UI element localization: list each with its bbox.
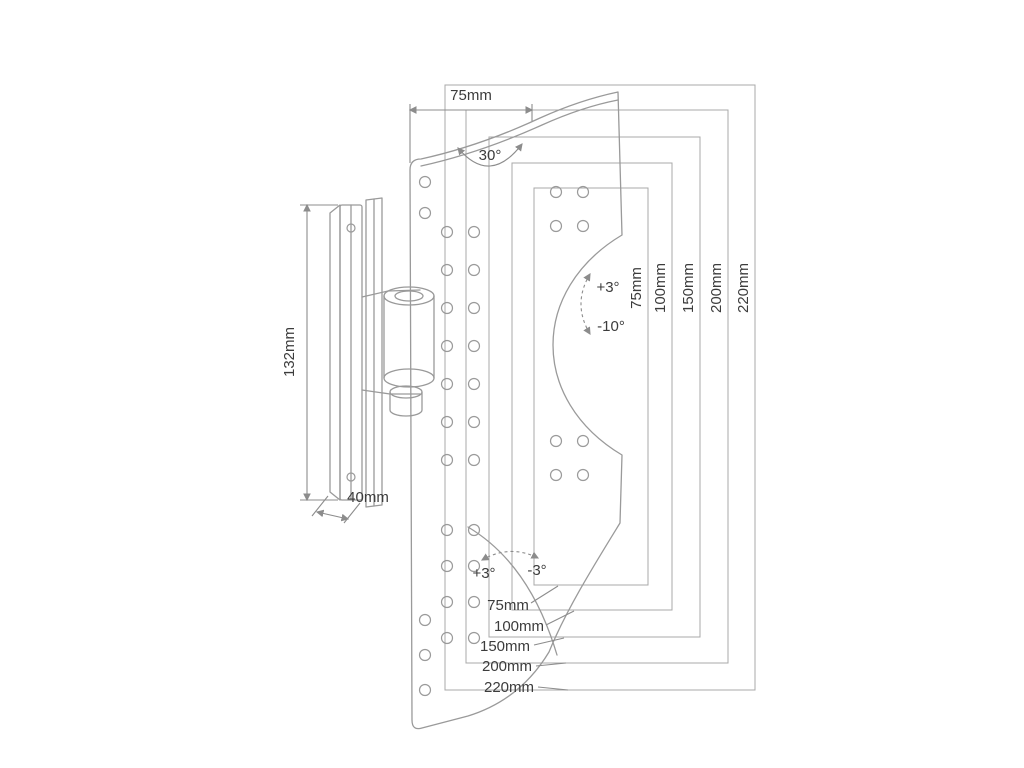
screw-hole xyxy=(440,339,454,353)
tilt-up-label: +3° xyxy=(596,279,619,296)
vesa-height-label-75: 75mm xyxy=(487,597,529,614)
screw-hole xyxy=(418,175,432,189)
screw-hole xyxy=(576,434,590,448)
vesa-plate xyxy=(409,91,623,730)
hinge-cylinder-bottom xyxy=(383,368,435,388)
dimension-depth: 40mm xyxy=(311,489,389,524)
screw-hole xyxy=(549,185,563,199)
vesa-width-label-100: 100mm xyxy=(652,263,669,313)
screw-hole xyxy=(440,377,454,391)
screw-hole xyxy=(467,523,481,537)
screw-hole xyxy=(467,225,481,239)
screw-hole xyxy=(467,453,481,467)
tilt-annotation: +3° -10° xyxy=(580,273,625,335)
vesa-height-label-150: 150mm xyxy=(480,638,530,655)
tilt-down-label: -10° xyxy=(597,318,625,335)
leader-line xyxy=(545,610,575,626)
bracket-height-label: 132mm xyxy=(281,327,298,377)
dimension-top-width: 75mm xyxy=(408,87,534,163)
mounting-hole xyxy=(346,223,356,233)
screw-hole xyxy=(467,301,481,315)
hinge-shaft-top xyxy=(394,290,424,302)
screw-hole xyxy=(418,206,432,220)
swivel-right-label: -3° xyxy=(527,562,546,579)
vesa-height-label-220: 220mm xyxy=(484,679,534,696)
screw-hole xyxy=(440,453,454,467)
leader-line xyxy=(537,686,569,691)
screw-hole xyxy=(440,301,454,315)
screw-hole xyxy=(467,415,481,429)
screw-hole xyxy=(549,468,563,482)
vesa-width-labels: 75mm 100mm 150mm 200mm 220mm xyxy=(628,263,752,313)
top-width-label: 75mm xyxy=(450,87,492,104)
dimension-height: 132mm xyxy=(281,203,338,502)
screw-hole xyxy=(549,434,563,448)
screw-hole xyxy=(440,263,454,277)
screw-hole xyxy=(418,613,432,627)
extension-line xyxy=(311,495,329,517)
screw-hole xyxy=(467,631,481,645)
leader-line xyxy=(533,637,565,646)
screw-hole xyxy=(440,631,454,645)
leader-line xyxy=(535,662,567,667)
screw-hole xyxy=(440,415,454,429)
vesa-width-label-150: 150mm xyxy=(680,263,697,313)
screw-hole xyxy=(576,219,590,233)
swivel-arc xyxy=(480,550,540,561)
hinge-lower-shaft-top xyxy=(389,385,423,399)
hinge-lower-shaft xyxy=(389,391,423,417)
tilt-arc xyxy=(580,273,591,335)
vesa-width-label-200: 200mm xyxy=(708,263,725,313)
dimension-line xyxy=(315,509,350,522)
extension-line xyxy=(343,502,361,524)
vesa-height-labels: 75mm 100mm 150mm 200mm 220mm xyxy=(480,585,575,696)
vesa-plate-top-edge xyxy=(420,99,619,167)
swivel-fan-curve xyxy=(467,526,558,656)
vesa-height-label-200: 200mm xyxy=(482,658,532,675)
leader-line xyxy=(530,585,559,604)
swivel-annotation: +3° -3° xyxy=(467,526,558,656)
rotation-annotation: 30° xyxy=(457,143,523,167)
vesa-rect-150 xyxy=(488,136,701,638)
screw-hole xyxy=(467,559,481,573)
screw-hole xyxy=(418,648,432,662)
wall-bracket xyxy=(329,197,435,508)
vesa-width-label-220: 220mm xyxy=(735,263,752,313)
screw-hole xyxy=(467,595,481,609)
screw-hole xyxy=(467,377,481,391)
screw-hole xyxy=(440,523,454,537)
wall-plate-side-face xyxy=(329,204,341,501)
vesa-pattern-rectangles xyxy=(444,84,756,691)
mounting-hole xyxy=(346,472,356,482)
vesa-rect-220 xyxy=(444,84,756,691)
vesa-plate-outline xyxy=(409,91,623,730)
screw-hole xyxy=(440,225,454,239)
bracket-depth-label: 40mm xyxy=(347,489,389,506)
swivel-left-label: +3° xyxy=(472,565,495,582)
vesa-rect-75 xyxy=(533,187,649,586)
rotation-arc xyxy=(457,143,523,167)
screw-hole xyxy=(467,263,481,277)
rail xyxy=(365,197,383,508)
screw-hole xyxy=(418,683,432,697)
screw-hole xyxy=(440,595,454,609)
screw-hole xyxy=(576,185,590,199)
vesa-plate-holes xyxy=(418,175,590,697)
vesa-width-label-75: 75mm xyxy=(628,267,645,309)
vesa-rect-200 xyxy=(465,109,729,664)
screw-hole xyxy=(576,468,590,482)
vesa-height-label-100: 100mm xyxy=(494,618,544,635)
screw-hole xyxy=(549,219,563,233)
rotation-angle-label: 30° xyxy=(479,147,502,164)
vesa-rect-100 xyxy=(511,162,673,611)
screw-hole xyxy=(440,559,454,573)
screw-hole xyxy=(467,339,481,353)
